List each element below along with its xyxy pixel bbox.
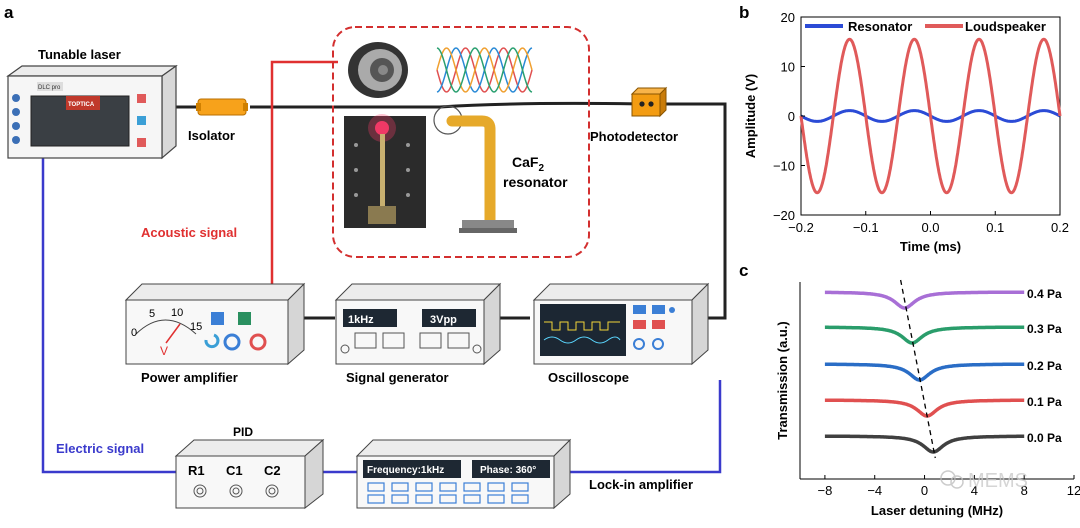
panel-b-label: b xyxy=(739,3,749,22)
chart-c-xtick-label: −8 xyxy=(817,483,832,498)
chart-c-curve xyxy=(824,434,1025,454)
chart-c-curve xyxy=(824,325,1025,345)
svg-text:5: 5 xyxy=(149,308,155,320)
pid-label: PID xyxy=(233,425,253,439)
laser-model: DLC pro xyxy=(38,85,61,91)
loudspeaker-icon xyxy=(348,42,408,98)
resonator-icon xyxy=(433,105,517,233)
svg-text:TOPTICA: TOPTICA xyxy=(68,102,95,108)
resonator-label-2: resonator xyxy=(503,174,568,190)
acoustic-wire xyxy=(270,60,338,285)
acoustic-signal-label: Acoustic signal xyxy=(141,225,237,240)
laser-logo xyxy=(66,96,100,110)
isolator-label: Isolator xyxy=(188,128,235,143)
tunable-laser-label: Tunable laser xyxy=(38,47,121,62)
chart-b-ylabel: Amplitude (V) xyxy=(743,74,758,159)
svg-text:0: 0 xyxy=(131,327,137,339)
power-amplifier: 0 5 10 15 V xyxy=(124,282,306,366)
sg-amplitude-display: 3Vpp xyxy=(430,314,457,326)
chart-b-series-loudspeaker xyxy=(799,37,1062,195)
chart-b-xtick-label: 0.1 xyxy=(986,220,1004,235)
chart-c: 0.4 Pa 0.3 Pa 0.2 Pa 0.1 Pa 0.0 Pa −8 −4 0 4 8 12L… xyxy=(775,279,1080,518)
chart-c-series-label: 0.4 Pa xyxy=(1027,287,1062,301)
chart-c-series-label: 0.0 Pa xyxy=(1027,431,1062,445)
laser-knob xyxy=(12,94,20,102)
chart-c-xlabel: Laser detuning (MHz) xyxy=(871,503,1003,518)
pid-controller: R1 C1 C2 xyxy=(174,438,325,510)
chart-c-xtick-label: −4 xyxy=(867,483,882,498)
chart-c-series-label: 0.2 Pa xyxy=(1027,359,1062,373)
chart-c-xtick-label: 8 xyxy=(1021,483,1028,498)
chart-c-curve xyxy=(824,398,1025,418)
resonator-enclosure xyxy=(332,26,590,258)
chart-b-ytick-label: −10 xyxy=(773,159,795,174)
chart-c-xtick-label: 4 xyxy=(971,483,978,498)
pid-c1: C1 xyxy=(226,463,243,478)
lock-in-amplifier: Frequency:1kHz Phase: 360° xyxy=(355,438,572,510)
chart-b-xtick-label: −0.1 xyxy=(853,220,879,235)
chart-c-trend-line xyxy=(899,279,936,459)
isolator xyxy=(196,98,248,116)
chart-c-series-label: 0.1 Pa xyxy=(1027,395,1062,409)
svg-text:10: 10 xyxy=(171,307,183,319)
electric-signal-label: Electric signal xyxy=(56,441,144,456)
watermark-text: MEMS xyxy=(968,470,1028,492)
acoustic-waves-icon xyxy=(436,47,533,93)
chart-b-legend-label: Resonator xyxy=(848,19,912,34)
chart-c-ylabel: Transmission (a.u.) xyxy=(775,321,790,439)
chart-c-xtick-label: 0 xyxy=(921,483,928,498)
pid-r1: R1 xyxy=(188,463,205,478)
photodetector xyxy=(630,86,668,118)
electric-wire xyxy=(41,150,722,474)
resonator-label-1: CaF2 xyxy=(512,154,544,174)
chart-b-legend-label: Loudspeaker xyxy=(965,19,1046,34)
chart-b-xlabel: Time (ms) xyxy=(900,239,961,254)
chart-b-xtick-label: −0.2 xyxy=(788,220,814,235)
lia-frequency-display: Frequency:1kHz xyxy=(367,465,444,476)
chart-b-ytick-label: −20 xyxy=(773,208,795,223)
pid-c2: C2 xyxy=(264,463,281,478)
tunable-laser: DLC pro TOPTICA xyxy=(6,64,178,160)
watermark: MEMS xyxy=(940,470,1028,492)
photodetector-label: Photodetector xyxy=(590,129,678,144)
panel-a-label: a xyxy=(4,3,14,22)
lock-in-amplifier-label: Lock-in amplifier xyxy=(589,477,693,492)
oscilloscope-label: Oscilloscope xyxy=(548,370,629,385)
chart-b-xtick-label: 0.0 xyxy=(921,220,939,235)
signal-generator-label: Signal generator xyxy=(346,370,449,385)
svg-text:V: V xyxy=(160,344,168,358)
panel-c-label: c xyxy=(739,261,748,280)
chart-c-series-label: 0.3 Pa xyxy=(1027,322,1062,336)
chart-c-xtick-label: 12 xyxy=(1067,483,1080,498)
sg-frequency-display: 1kHz xyxy=(348,314,374,326)
power-amplifier-label: Power amplifier xyxy=(141,370,238,385)
chart-b-ytick-label: 10 xyxy=(781,60,795,75)
chart-c-curve xyxy=(824,362,1025,382)
svg-text:15: 15 xyxy=(190,321,202,333)
chart-b-ytick-label: 0 xyxy=(788,109,795,124)
chart-b-ytick-label: 20 xyxy=(781,10,795,25)
lia-phase-display: Phase: 360° xyxy=(480,465,536,476)
oscilloscope xyxy=(532,282,710,366)
resonator-photo xyxy=(344,114,426,228)
signal-generator: 1kHz 3Vpp xyxy=(334,282,502,366)
chart-c-curve xyxy=(824,290,1025,310)
chart-b-xtick-label: 0.2 xyxy=(1051,220,1069,235)
